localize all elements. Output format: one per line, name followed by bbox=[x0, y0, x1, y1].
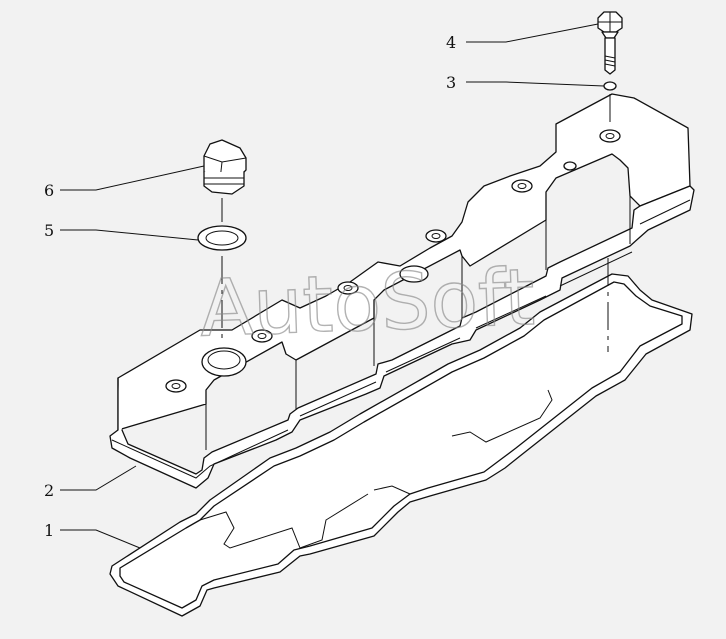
callout-4: 4 bbox=[446, 33, 456, 52]
o-ring-seal bbox=[197, 225, 247, 251]
leader-lines bbox=[60, 23, 605, 549]
hex-bolt bbox=[597, 11, 623, 75]
oil-filler-hole bbox=[201, 347, 247, 377]
callout-1: 1 bbox=[44, 521, 54, 540]
callout-5: 5 bbox=[44, 221, 54, 240]
bolt-boss bbox=[165, 129, 621, 393]
valve-cover-gasket bbox=[109, 273, 693, 617]
callout-3: 3 bbox=[446, 73, 456, 92]
oil-filler-cap bbox=[203, 139, 247, 195]
valve-cover bbox=[109, 93, 695, 489]
callout-2: 2 bbox=[44, 481, 54, 500]
callout-6: 6 bbox=[44, 181, 54, 200]
watermark: AutoSoft bbox=[198, 253, 536, 355]
assembly-axis-lines bbox=[221, 94, 611, 352]
breather-hole bbox=[399, 265, 429, 283]
washer bbox=[603, 81, 617, 91]
